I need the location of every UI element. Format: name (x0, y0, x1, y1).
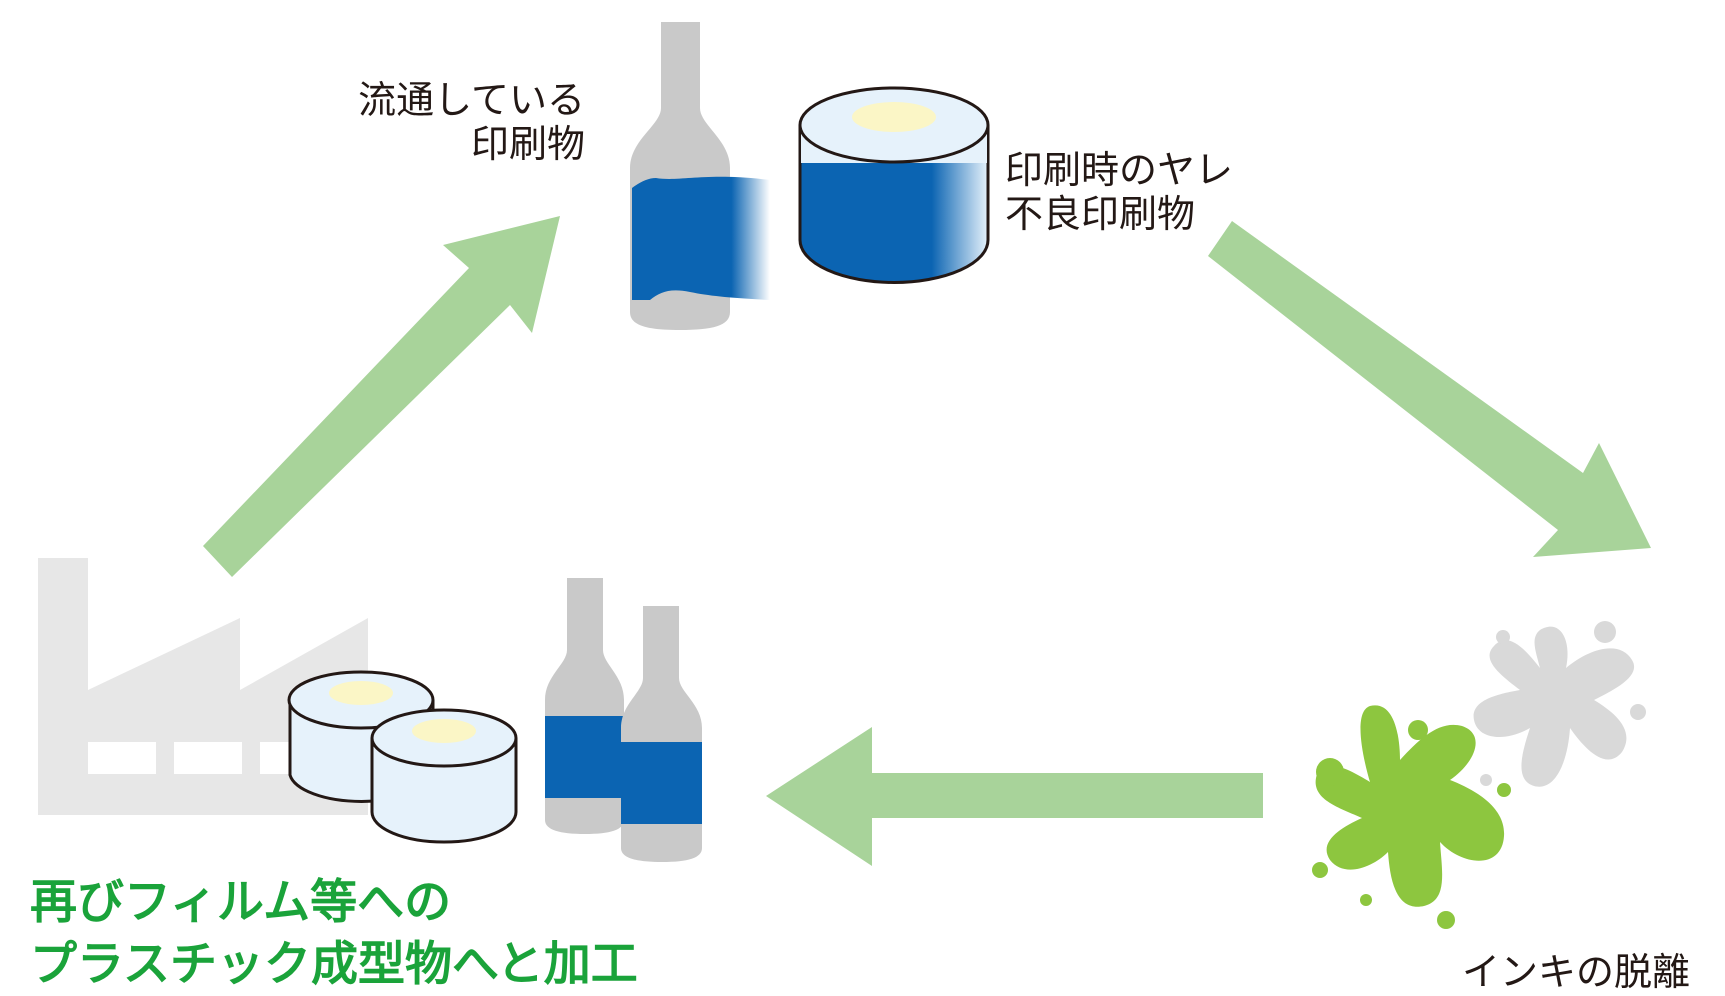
label-circulating-line2: 印刷物 (470, 122, 585, 166)
label-reprocessing: 再びフィルム等への プラスチック成型物へと加工 (30, 872, 638, 996)
bottle-icon-labeled (630, 22, 770, 330)
label-circulating-prints: 流通している 印刷物 (340, 78, 585, 166)
label-circulating-line1: 流通している (358, 78, 585, 122)
label-ink-removal: インキの脱離 (1462, 950, 1691, 994)
label-defective-prints: 印刷時のヤレ 不良印刷物 (1005, 148, 1233, 236)
label-defective-line1: 印刷時のヤレ (1005, 148, 1234, 192)
label-defective-line2: 不良印刷物 (1005, 192, 1196, 236)
label-reprocessing-line1: 再びフィルム等への (30, 875, 452, 930)
bottle-icon-front (621, 606, 702, 862)
film-roll-icon-front (370, 708, 518, 844)
arrow-icon-to-deink (1208, 221, 1651, 557)
bottle-icon-back (545, 578, 624, 834)
ink-splash-icon-gray (1473, 621, 1646, 787)
label-reprocessing-line2: プラスチック成型物へと加工 (30, 937, 638, 992)
film-roll-icon-printed (798, 86, 990, 284)
ink-splash-icon-green (1312, 705, 1511, 929)
arrow-icon-to-circulation (203, 216, 560, 577)
arrow-icon-to-reprocess (766, 727, 1263, 866)
